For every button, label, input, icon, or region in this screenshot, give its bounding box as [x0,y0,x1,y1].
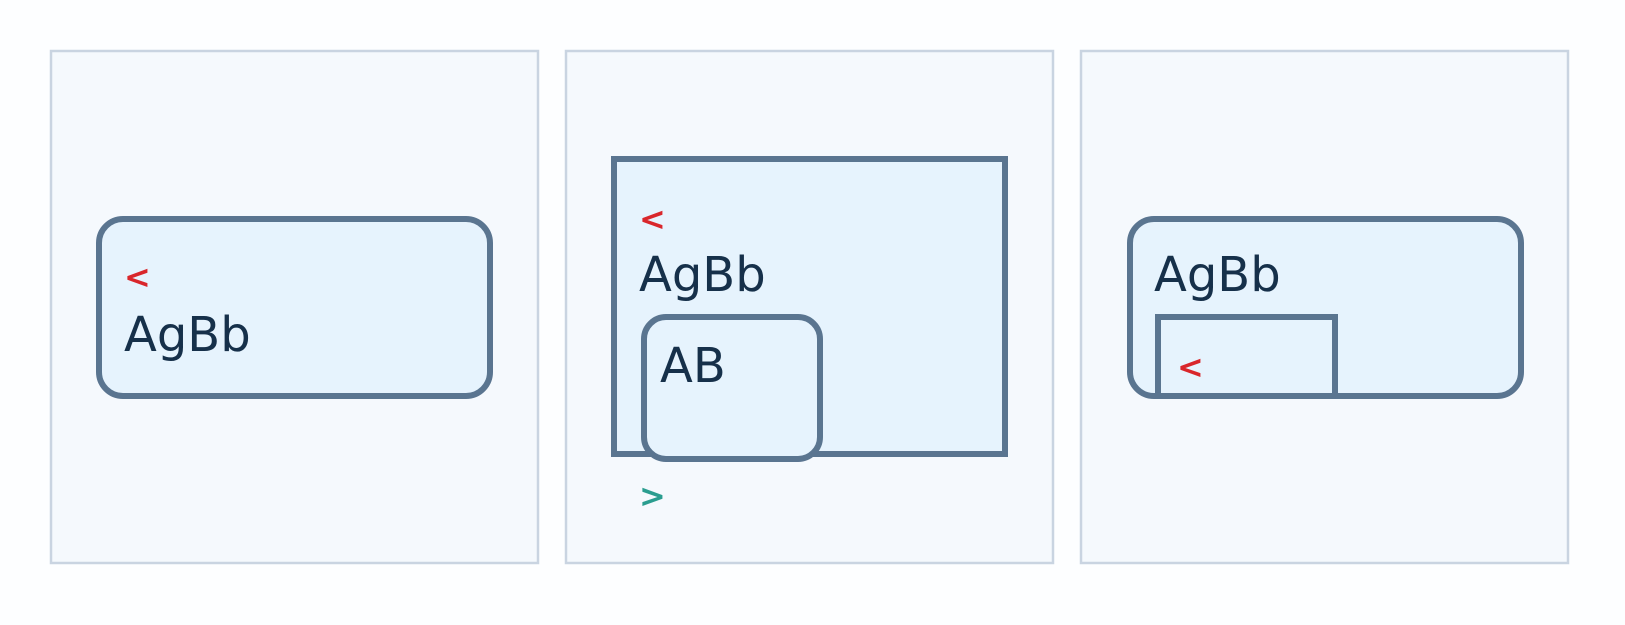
panel-3-start-marker: < [1177,348,1204,386]
panel-3: AgBb < [1079,49,1570,565]
panel-2-inner-box [641,314,823,462]
panel-2: < AgBb AB > [564,49,1055,565]
panel-3-inner-box [1155,314,1338,393]
panel-1-box-label: AgBb [124,307,251,363]
panel-2-end-marker: > [639,477,666,515]
panel-1: < AgBb [49,49,540,565]
panel-2-box-label: AgBb [639,247,766,303]
panel-1-start-marker: < [124,258,151,296]
panel-1-rounded-box [96,216,493,399]
panel-3-box-label: AgBb [1154,247,1281,303]
panel-2-start-marker: < [639,200,666,238]
panel-2-inner-box-label: AB [660,338,726,394]
